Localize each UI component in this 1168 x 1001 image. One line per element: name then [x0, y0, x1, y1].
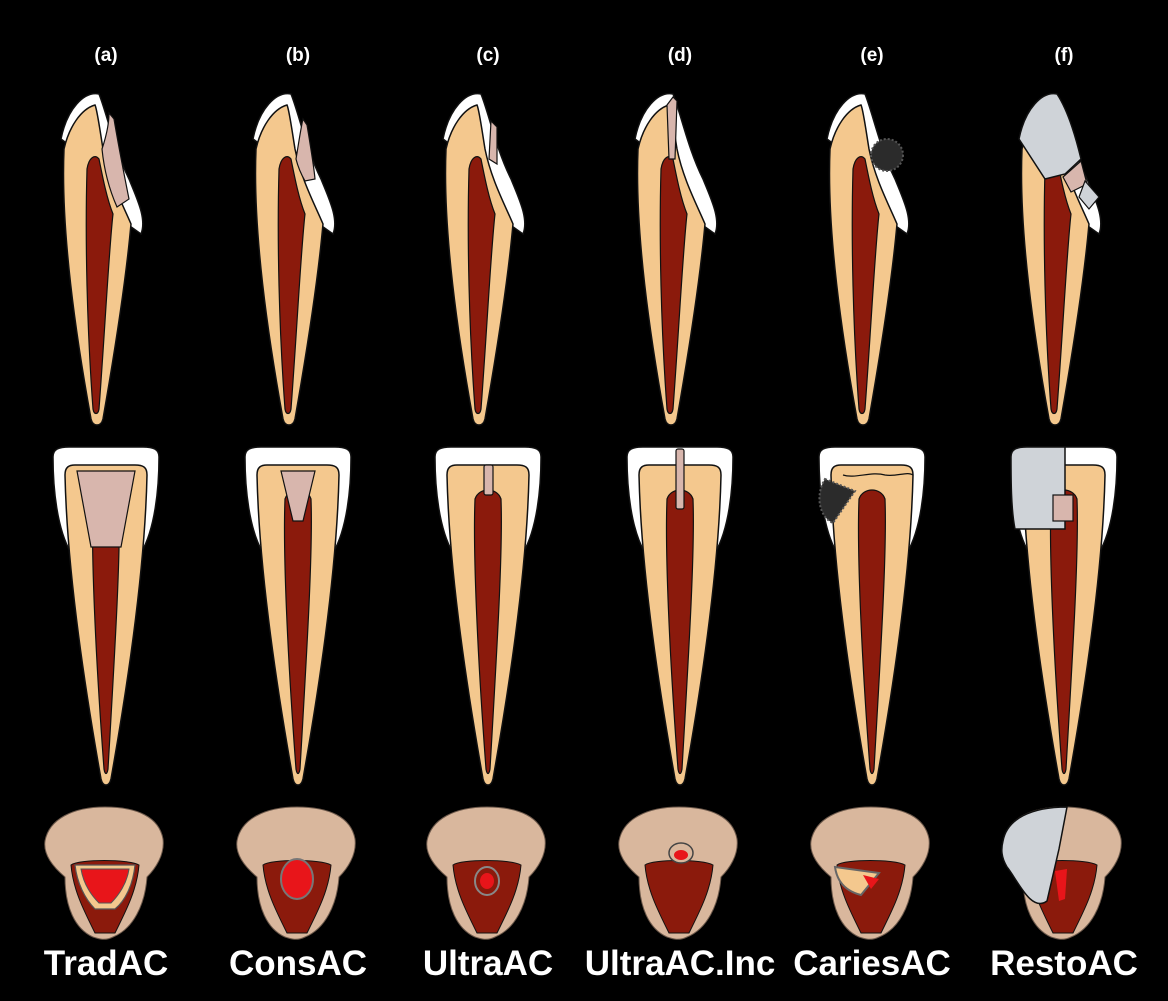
tooth-illustration: [583, 9, 777, 993]
occlusal-view: [45, 807, 164, 939]
tooth-illustration: [391, 9, 585, 993]
occlusal-view: [427, 807, 546, 939]
occlusal-view: [811, 807, 930, 939]
tooth-illustration: [967, 9, 1161, 993]
panel-cons: (b)ConsAC: [201, 9, 395, 993]
tooth-illustration: [775, 9, 969, 993]
panel-caries: (e)CariesAC: [775, 9, 969, 993]
side-section: [253, 94, 335, 425]
side-section: [1019, 94, 1101, 425]
frontal-section: [53, 447, 159, 785]
panel-resto: (f)RestoAC: [967, 9, 1161, 993]
tooth-illustration: [201, 9, 395, 993]
panel-ultra: (c)UltraAC: [391, 9, 585, 993]
panel-inc: (d)UltraAC.Inc: [583, 9, 777, 993]
side-section: [61, 94, 143, 425]
occlusal-view: [1002, 807, 1121, 939]
figure: (a)TradAC(b)ConsAC(c)UltraAC(d)UltraAC.I…: [9, 9, 1159, 993]
side-section: [635, 94, 717, 425]
occlusal-view: [237, 807, 356, 939]
frontal-section: [435, 447, 541, 785]
frontal-section: [1011, 447, 1117, 785]
frontal-section: [819, 447, 925, 785]
frontal-section: [627, 447, 733, 785]
panel-name: RestoAC: [947, 944, 1168, 984]
frontal-section: [245, 447, 351, 785]
side-section: [827, 94, 909, 425]
side-section: [443, 94, 525, 425]
panel-trad: (a)TradAC: [9, 9, 203, 993]
occlusal-view: [619, 807, 738, 939]
tooth-illustration: [9, 9, 203, 993]
